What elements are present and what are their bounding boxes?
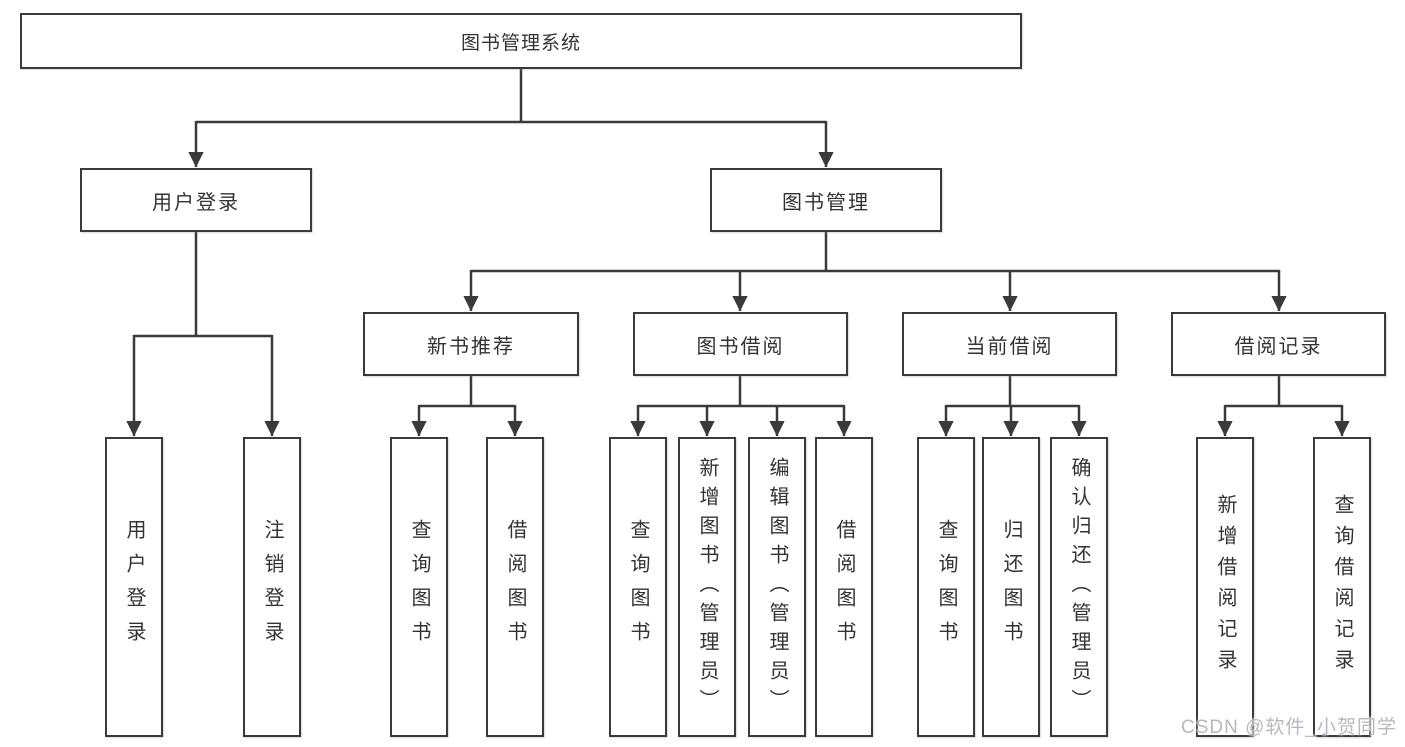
- node-new-book-recommend-label: 新书推荐: [427, 335, 515, 358]
- leaf-query-books-borrow: 查询图书: [609, 437, 667, 737]
- leaf-confirm-return-admin: 确认归还（管理员）: [1050, 437, 1108, 737]
- leaf-query-books-current: 查询图书: [917, 437, 975, 737]
- node-current-borrow: 当前借阅: [902, 312, 1117, 376]
- leaf-confirm-return-admin-label: 确认归还（管理员）: [1068, 456, 1090, 718]
- leaf-add-borrow-record: 新增借阅记录: [1196, 437, 1254, 737]
- node-root: 图书管理系统: [20, 13, 1022, 69]
- leaf-query-books-recommend-label: 查询图书: [408, 519, 430, 655]
- leaf-logout-label: 注销登录: [261, 519, 283, 655]
- leaf-borrow-books-recommend: 借阅图书: [486, 437, 544, 737]
- leaf-return-books: 归还图书: [982, 437, 1040, 737]
- node-borrow-records: 借阅记录: [1171, 312, 1386, 376]
- node-new-book-recommend: 新书推荐: [363, 312, 579, 376]
- leaf-borrow-books-borrow-label: 借阅图书: [833, 519, 855, 655]
- leaf-user-login: 用户登录: [105, 437, 163, 737]
- node-borrow-records-label: 借阅记录: [1234, 335, 1323, 358]
- leaf-query-books-current-label: 查询图书: [935, 519, 957, 655]
- node-user-login-label: 用户登录: [152, 191, 240, 214]
- leaf-query-books-recommend: 查询图书: [390, 437, 448, 737]
- leaf-logout: 注销登录: [243, 437, 301, 737]
- leaf-borrow-books-recommend-label: 借阅图书: [504, 519, 526, 655]
- leaf-query-borrow-record: 查询借阅记录: [1313, 437, 1371, 737]
- leaf-edit-books-admin-label: 编辑图书（管理员）: [766, 456, 788, 718]
- leaf-user-login-label: 用户登录: [123, 519, 145, 655]
- node-current-borrow-label: 当前借阅: [965, 335, 1054, 358]
- leaf-add-books-admin: 新增图书（管理员）: [678, 437, 736, 737]
- leaf-add-borrow-record-label: 新增借阅记录: [1214, 494, 1236, 680]
- leaf-borrow-books-borrow: 借阅图书: [815, 437, 873, 737]
- node-book-management-label: 图书管理: [782, 191, 870, 214]
- watermark: CSDN @软件_小贺同学: [1181, 717, 1397, 738]
- node-book-management: 图书管理: [710, 168, 942, 232]
- leaf-add-books-admin-label: 新增图书（管理员）: [696, 456, 718, 718]
- node-book-borrow-label: 图书借阅: [696, 335, 785, 358]
- leaf-query-books-borrow-label: 查询图书: [627, 519, 649, 655]
- leaf-query-borrow-record-label: 查询借阅记录: [1331, 494, 1353, 680]
- node-user-login: 用户登录: [80, 168, 312, 232]
- node-root-label: 图书管理系统: [460, 32, 581, 54]
- leaf-return-books-label: 归还图书: [1000, 519, 1022, 655]
- node-book-borrow: 图书借阅: [633, 312, 848, 376]
- leaf-edit-books-admin: 编辑图书（管理员）: [748, 437, 806, 737]
